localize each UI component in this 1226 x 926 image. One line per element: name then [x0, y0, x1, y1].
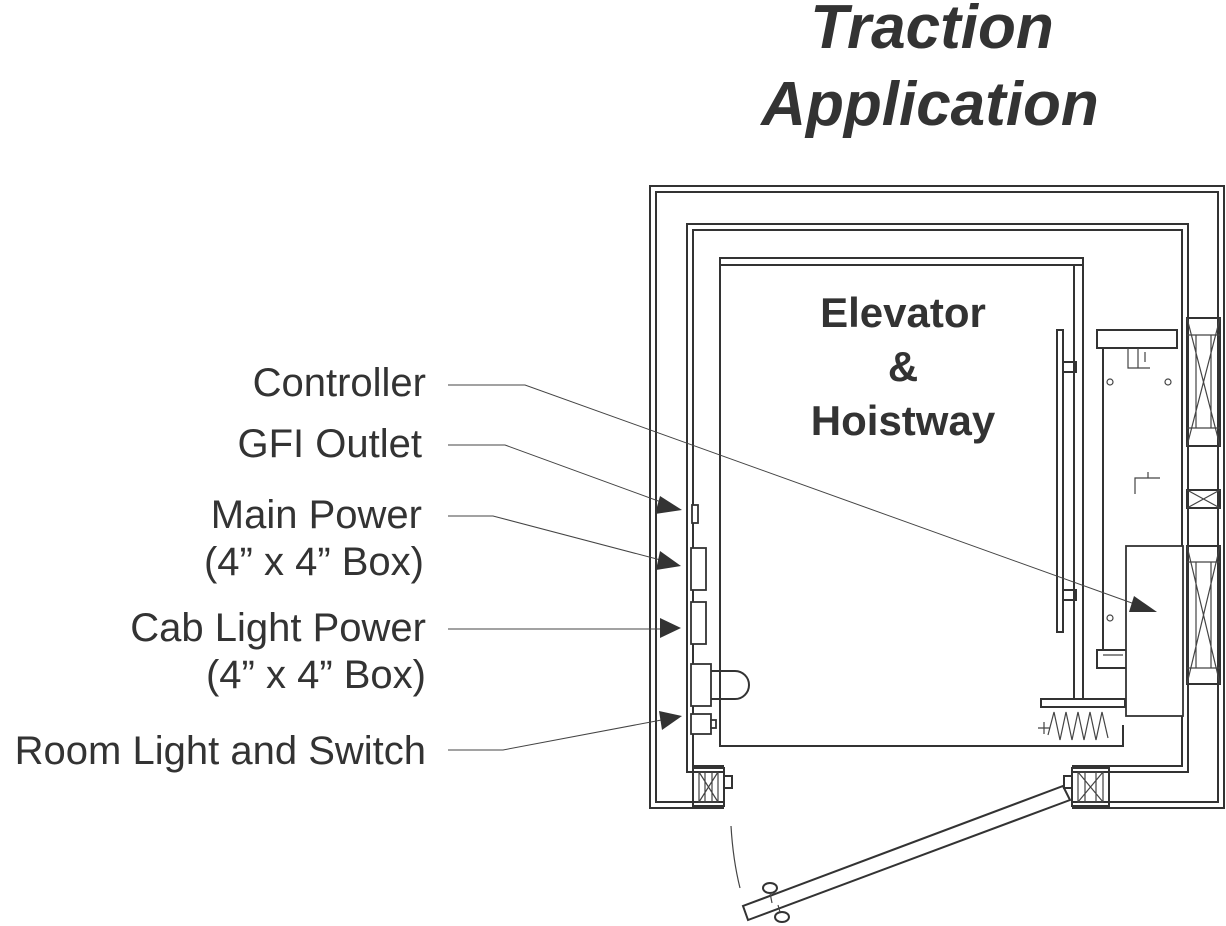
bolt-hole-1 — [1106, 378, 1114, 386]
light-switch-toggle — [710, 719, 717, 729]
callout-controller: Controller — [253, 361, 426, 405]
title-line-2: Application — [759, 70, 1099, 139]
machine-bracket-mid — [1134, 472, 1160, 494]
controller-cabinet — [1125, 545, 1184, 717]
wall-column-bracing — [1186, 317, 1221, 685]
room-light-lamp — [711, 670, 750, 700]
machine-cap-top — [1096, 329, 1178, 349]
leader-gfi-outlet — [448, 444, 673, 507]
right-jamb-brace — [1077, 771, 1104, 803]
left-hinge — [723, 775, 733, 789]
leader-room-light-switch — [448, 717, 673, 751]
leader-lines — [448, 384, 1157, 751]
swing-door — [730, 784, 1072, 923]
buffer-plate — [1040, 698, 1126, 708]
main-power-box — [690, 547, 707, 591]
door-jambs — [692, 767, 1110, 807]
right-hinge — [1063, 775, 1073, 789]
callout-main-power-size: (4” x 4” Box) — [204, 540, 424, 584]
guide-rail-bracket-bottom — [1062, 589, 1077, 601]
column-upper — [1186, 317, 1221, 447]
machine-frame — [1096, 348, 1131, 669]
arrow-gfi-outlet — [655, 496, 682, 514]
title-line-1: Traction — [810, 0, 1053, 62]
arrow-main-power — [656, 551, 681, 570]
cab-light-power-box — [690, 601, 707, 645]
guide-rail — [1056, 329, 1077, 633]
door-knob-outer — [762, 882, 778, 894]
arrow-cab-light-power — [660, 618, 681, 638]
callout-gfi-outlet: GFI Outlet — [238, 422, 423, 466]
callout-cab-light-power: Cab Light Power — [130, 606, 426, 650]
room-label-line-1: Elevator — [820, 289, 986, 336]
light-switch-box — [690, 713, 712, 735]
door-swing-arc — [730, 825, 741, 889]
machine-room-walls — [649, 185, 1225, 810]
buffer-spring — [1038, 698, 1126, 741]
callout-labels: Controller GFI Outlet Main Power (4” x 4… — [15, 361, 426, 773]
room-light-fixture — [690, 663, 712, 707]
column-spacer-brace — [1186, 489, 1221, 509]
leader-controller — [448, 384, 1144, 608]
room-label-line-3: Hoistway — [811, 397, 996, 444]
hoistway-right-wall — [1073, 265, 1084, 700]
guide-rail-bracket-top — [1062, 361, 1077, 373]
arrow-room-light-switch — [659, 711, 682, 730]
gfi-outlet-box — [691, 504, 699, 524]
callout-cab-light-power-size: (4” x 4” Box) — [206, 653, 426, 697]
left-jamb-brace — [698, 771, 719, 803]
diagram-title: Traction Application — [759, 0, 1099, 139]
leader-main-power — [448, 515, 673, 564]
column-lower — [1186, 545, 1221, 685]
guide-rail-bar — [1056, 329, 1064, 633]
left-wall-electrical-devices — [690, 504, 750, 735]
arrow-controller — [1129, 596, 1157, 612]
callout-room-light-switch: Room Light and Switch — [15, 729, 426, 773]
column-lower-brace — [1186, 545, 1221, 685]
door-knob-stems — [769, 892, 781, 913]
machine-bracket-top — [1127, 348, 1150, 369]
elevator-hoistway: Elevator & Hoistway — [719, 257, 1124, 747]
door-leaf — [741, 784, 1072, 922]
spring-coil — [1047, 711, 1109, 741]
column-spacer — [1186, 489, 1221, 509]
hoistway-top-wall — [719, 257, 1084, 266]
room-label-line-2: & — [888, 343, 918, 390]
callout-main-power: Main Power — [211, 493, 422, 537]
door-opening-gap — [724, 762, 1072, 810]
spring-anchor — [1038, 722, 1050, 734]
leader-cab-light-power — [448, 628, 673, 630]
bolt-hole-3 — [1106, 614, 1114, 622]
bolt-hole-2 — [1164, 378, 1172, 386]
column-upper-brace — [1186, 317, 1221, 447]
door-knob-inner — [774, 911, 790, 923]
hoistway-left-bottom-wall — [719, 265, 1124, 747]
